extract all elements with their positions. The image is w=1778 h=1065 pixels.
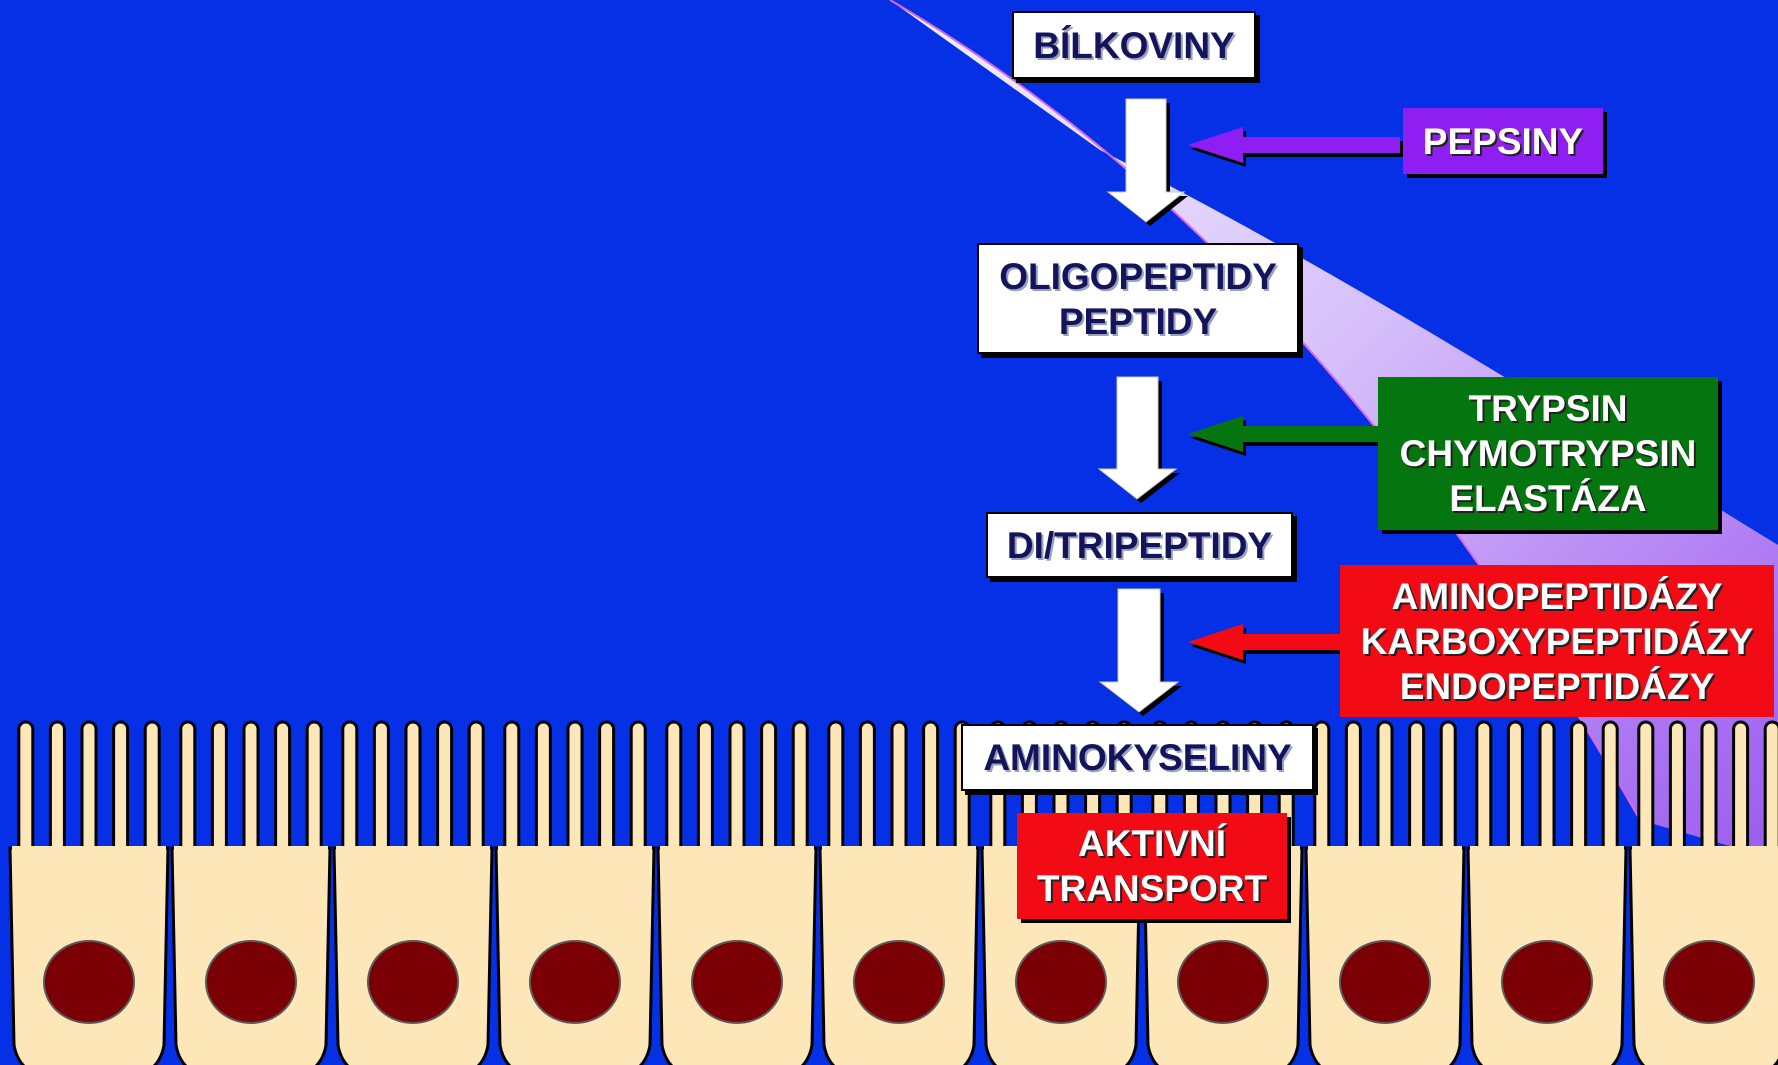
brush-border-arrow [1188,624,1348,664]
active-label: AKTIVNÍ [1078,821,1226,866]
microvillus [1670,722,1684,852]
microvillus [1702,722,1716,852]
nucleus [44,941,134,1023]
epithelial-cell [820,722,978,1065]
peptides-label: PEPTIDY [1059,299,1217,344]
nucleus [854,941,944,1023]
nucleus [1178,941,1268,1023]
nucleus [206,941,296,1023]
microvillus [145,722,159,852]
pepsin-arrow [1188,127,1403,167]
nucleus [1502,941,1592,1023]
pepsin-label: PEPSINY [1423,119,1583,164]
microvillus [469,722,483,852]
microvillus [924,722,938,852]
microvillus [1410,722,1424,852]
microvillus [212,722,226,852]
microvillus [50,722,64,852]
microvillus [631,722,645,852]
proteins-label: BÍLKOVINY [1033,23,1234,68]
endopeptidase-label: ENDOPEPTIDÁZY [1400,664,1715,709]
aminopeptidase-label: AMINOPEPTIDÁZY [1392,574,1723,619]
microvillus [793,722,807,852]
microvillus [406,722,420,852]
pepsin-box: PEPSINY [1403,108,1603,174]
microvillus [244,722,258,852]
dipeptides-box: DI/TRIPEPTIDY [986,512,1293,578]
intestinal-epithelium [10,722,1778,1065]
microvillus [1639,722,1653,852]
microvillus [1441,722,1455,852]
nucleus [1340,941,1430,1023]
microvillus [698,722,712,852]
microvillus [1346,722,1360,852]
microvillus [762,722,776,852]
oligopeptides-label: OLIGOPEPTIDY [999,254,1277,299]
microvillus [892,722,906,852]
microvillus [860,722,874,852]
microvillus [1477,722,1491,852]
dipeptides-label: DI/TRIPEPTIDY [1007,523,1272,568]
microvillus [374,722,388,852]
nucleus [1016,941,1106,1023]
amino-acids-box: AMINOKYSELINY [961,724,1314,791]
microvillus [1315,722,1329,852]
microvillus [1734,722,1748,852]
microvillus [1572,722,1586,852]
microvillus [1765,722,1778,852]
oligopeptides-box: OLIGOPEPTIDY PEPTIDY [977,243,1299,354]
microvillus [600,722,614,852]
microvillus [438,722,452,852]
flow-arrow-3 [1100,589,1182,716]
proteins-box: BÍLKOVINY [1012,11,1256,79]
nucleus [1664,941,1754,1023]
active-transport-box: AKTIVNÍ TRANSPORT [1017,813,1287,919]
microvillus [343,722,357,852]
flow-arrow-2 [1099,377,1180,503]
microvillus [536,722,550,852]
microvillus [1378,722,1392,852]
brush-border-enzymes-box: AMINOPEPTIDÁZY KARBOXYPEPTIDÁZY ENDOPEPT… [1340,565,1774,717]
epithelial-cell [334,722,492,1065]
pancreatic-arrow [1188,416,1383,456]
nucleus [692,941,782,1023]
elastase-label: ELASTÁZA [1449,476,1646,521]
epithelial-cell [1306,722,1464,1065]
epithelial-cell [496,722,654,1065]
epithelial-cell [1468,722,1626,1065]
pancreatic-enzymes-box: TRYPSIN CHYMOTRYPSIN ELASTÁZA [1378,377,1718,530]
microvillus [114,722,128,852]
carboxypeptidase-label: KARBOXYPEPTIDÁZY [1361,619,1754,664]
microvillus [307,722,321,852]
amino-acids-label: AMINOKYSELINY [983,735,1291,780]
transport-label: TRANSPORT [1037,866,1267,911]
microvillus [19,722,33,852]
microvillus [1508,722,1522,852]
microvillus [181,722,195,852]
epithelial-cell [172,722,330,1065]
nucleus [530,941,620,1023]
chymotrypsin-label: CHYMOTRYPSIN [1400,431,1697,476]
microvillus [829,722,843,852]
microvillus [505,722,519,852]
microvillus [1540,722,1554,852]
microvillus [667,722,681,852]
microvillus [276,722,290,852]
nucleus [368,941,458,1023]
epithelial-cell [10,722,168,1065]
microvillus [82,722,96,852]
epithelial-cell [658,722,816,1065]
trypsin-label: TRYPSIN [1469,386,1628,431]
microvillus [1603,722,1617,852]
microvillus [730,722,744,852]
microvillus [568,722,582,852]
